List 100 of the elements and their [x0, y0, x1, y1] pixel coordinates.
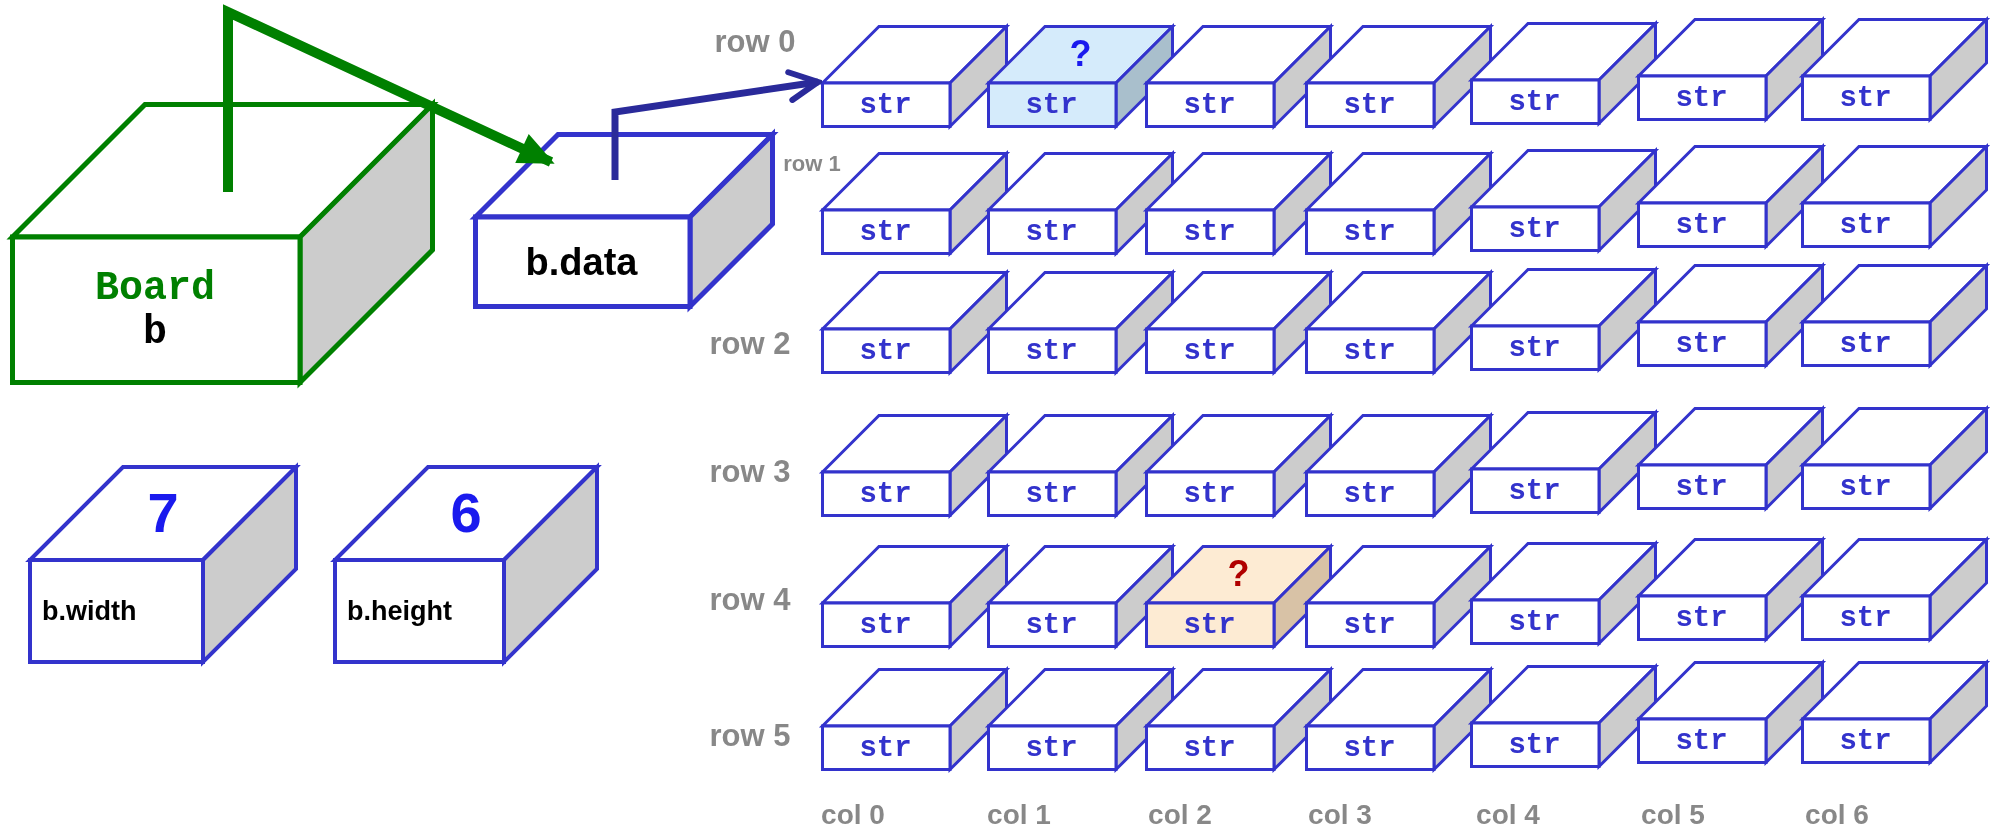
cell-box — [821, 271, 1008, 374]
type-label: str — [1675, 82, 1728, 115]
cell-box — [1801, 661, 1988, 764]
type-label: str — [1183, 478, 1236, 511]
type-label: str — [1025, 732, 1078, 765]
value-label: 7 — [147, 481, 179, 544]
cell-box — [1637, 407, 1824, 510]
type-label: str — [1183, 732, 1236, 765]
cell-box — [1470, 542, 1657, 645]
type-label: str — [1025, 89, 1078, 122]
cell-box — [1305, 25, 1492, 128]
type-label: str — [1025, 609, 1078, 642]
type-label: str — [1183, 89, 1236, 122]
type-label: str — [1343, 216, 1396, 249]
column-label: col 2 — [1148, 799, 1212, 831]
type-label: str — [1343, 89, 1396, 122]
cell-box — [987, 152, 1174, 255]
type-label: str — [1839, 471, 1892, 504]
cell-box — [1801, 538, 1988, 641]
cell-box — [821, 545, 1008, 648]
cell-box — [1637, 145, 1824, 248]
cell-box — [1470, 149, 1657, 252]
type-label: str — [1508, 475, 1561, 508]
row-label: row 5 — [709, 718, 791, 754]
type-label: str — [1675, 209, 1728, 242]
field-name-label: b.height — [347, 597, 452, 627]
type-label: str — [1343, 335, 1396, 368]
type-label: str — [1343, 478, 1396, 511]
type-label: str — [1343, 732, 1396, 765]
cell-box — [1801, 18, 1988, 121]
type-label: str — [1675, 471, 1728, 504]
cell-box — [1470, 665, 1657, 768]
cell-box — [821, 25, 1008, 128]
cell-box — [987, 414, 1174, 517]
type-label: str — [1675, 328, 1728, 361]
cell-box — [987, 545, 1174, 648]
type-label: str — [859, 335, 912, 368]
cell-box — [1145, 545, 1332, 648]
type-label: str — [1839, 82, 1892, 115]
type-label: str — [1508, 332, 1561, 365]
cell-box — [1637, 538, 1824, 641]
row-label: row 0 — [714, 24, 796, 60]
type-label: str — [859, 89, 912, 122]
field-box — [28, 465, 298, 664]
column-label: col 5 — [1641, 799, 1705, 831]
cell-box — [1145, 414, 1332, 517]
type-label: str — [1183, 335, 1236, 368]
cell-box — [1145, 271, 1332, 374]
cell-box — [1801, 145, 1988, 248]
cell-box — [1305, 152, 1492, 255]
type-label: str — [859, 732, 912, 765]
type-label: str — [1839, 209, 1892, 242]
question-mark: ? — [1069, 34, 1092, 74]
type-label: str — [1675, 725, 1728, 758]
cell-box — [821, 152, 1008, 255]
cell-box — [1145, 668, 1332, 771]
cell-box — [1470, 268, 1657, 371]
column-label: col 1 — [987, 799, 1051, 831]
type-label: str — [1343, 609, 1396, 642]
type-label: str — [1025, 335, 1078, 368]
question-mark: ? — [1227, 554, 1250, 594]
field-box — [333, 465, 599, 664]
type-label: str — [1839, 602, 1892, 635]
row-label: row 2 — [709, 326, 791, 362]
type-label: str — [1839, 328, 1892, 361]
value-label: 6 — [450, 481, 482, 544]
cell-box — [1145, 152, 1332, 255]
type-label: str — [1183, 216, 1236, 249]
cell-box — [1470, 411, 1657, 514]
cell-box — [987, 271, 1174, 374]
type-label: str — [859, 216, 912, 249]
cell-box — [1305, 414, 1492, 517]
column-label: col 6 — [1805, 799, 1869, 831]
type-label: str — [1183, 609, 1236, 642]
column-label: col 0 — [821, 799, 885, 831]
cell-box — [1801, 407, 1988, 510]
type-label: str — [1508, 606, 1561, 639]
cell-box — [821, 668, 1008, 771]
cell-box — [1470, 22, 1657, 125]
type-label: str — [859, 609, 912, 642]
type-label: str — [1508, 729, 1561, 762]
type-label: str — [1508, 86, 1561, 119]
cell-box — [821, 414, 1008, 517]
cell-box — [1305, 545, 1492, 648]
cell-box — [987, 668, 1174, 771]
row-label: row 1 — [783, 151, 841, 177]
cell-box — [1637, 661, 1824, 764]
column-label: col 4 — [1476, 799, 1540, 831]
cell-box — [1637, 18, 1824, 121]
cell-box — [1637, 264, 1824, 367]
type-label: str — [1508, 213, 1561, 246]
type-label: str — [1675, 602, 1728, 635]
type-label: str — [1839, 725, 1892, 758]
field-name-label: b.width — [42, 597, 137, 627]
type-label: str — [1025, 478, 1078, 511]
column-label: col 3 — [1308, 799, 1372, 831]
row-label: row 3 — [709, 454, 791, 490]
cell-box — [1145, 25, 1332, 128]
cell-box — [1305, 271, 1492, 374]
row-label: row 4 — [709, 582, 791, 618]
